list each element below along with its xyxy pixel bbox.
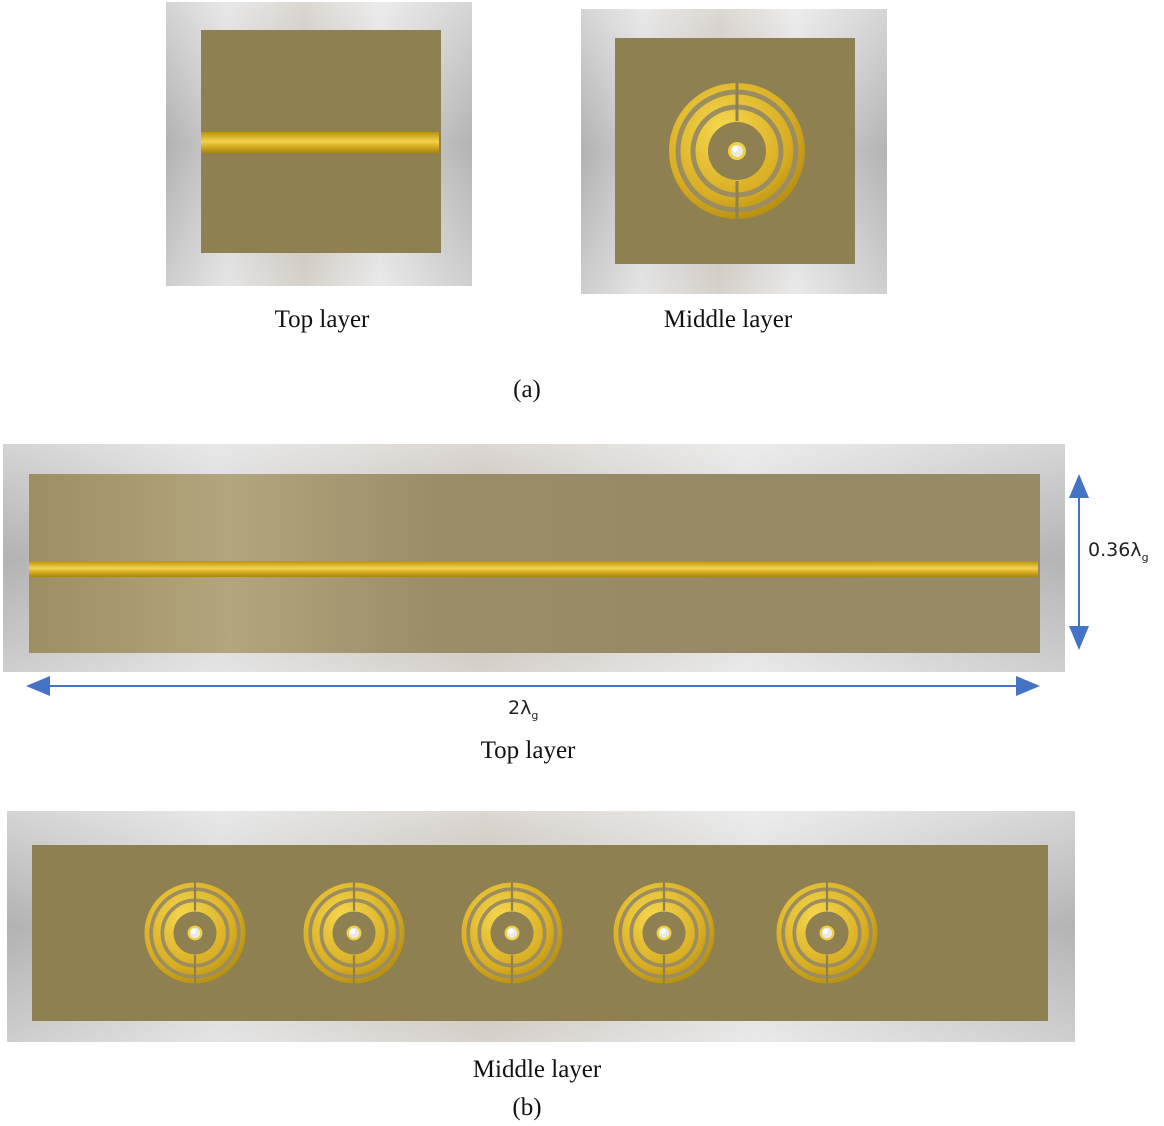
b-resonator xyxy=(613,882,715,984)
a-top-caption: Top layer xyxy=(274,306,370,333)
a-middle-resonator xyxy=(669,83,805,219)
b-resonator xyxy=(144,882,246,984)
b-resonator xyxy=(776,882,878,984)
figure-b-label: (b) xyxy=(512,1094,542,1121)
a-middle-caption: Middle layer xyxy=(663,306,793,333)
b-top-microstrip xyxy=(29,561,1038,577)
figure-a-label: (a) xyxy=(513,376,541,403)
b-dimension-arrows xyxy=(26,474,1089,696)
width-dimension-label: 2λg xyxy=(508,697,539,722)
b-resonator xyxy=(461,882,563,984)
a-top-microstrip xyxy=(201,132,439,153)
b-top-caption: Top layer xyxy=(480,737,576,764)
height-dimension-label: 0.36λg xyxy=(1088,539,1149,564)
b-middle-caption: Middle layer xyxy=(472,1056,602,1083)
b-resonator xyxy=(303,882,405,984)
